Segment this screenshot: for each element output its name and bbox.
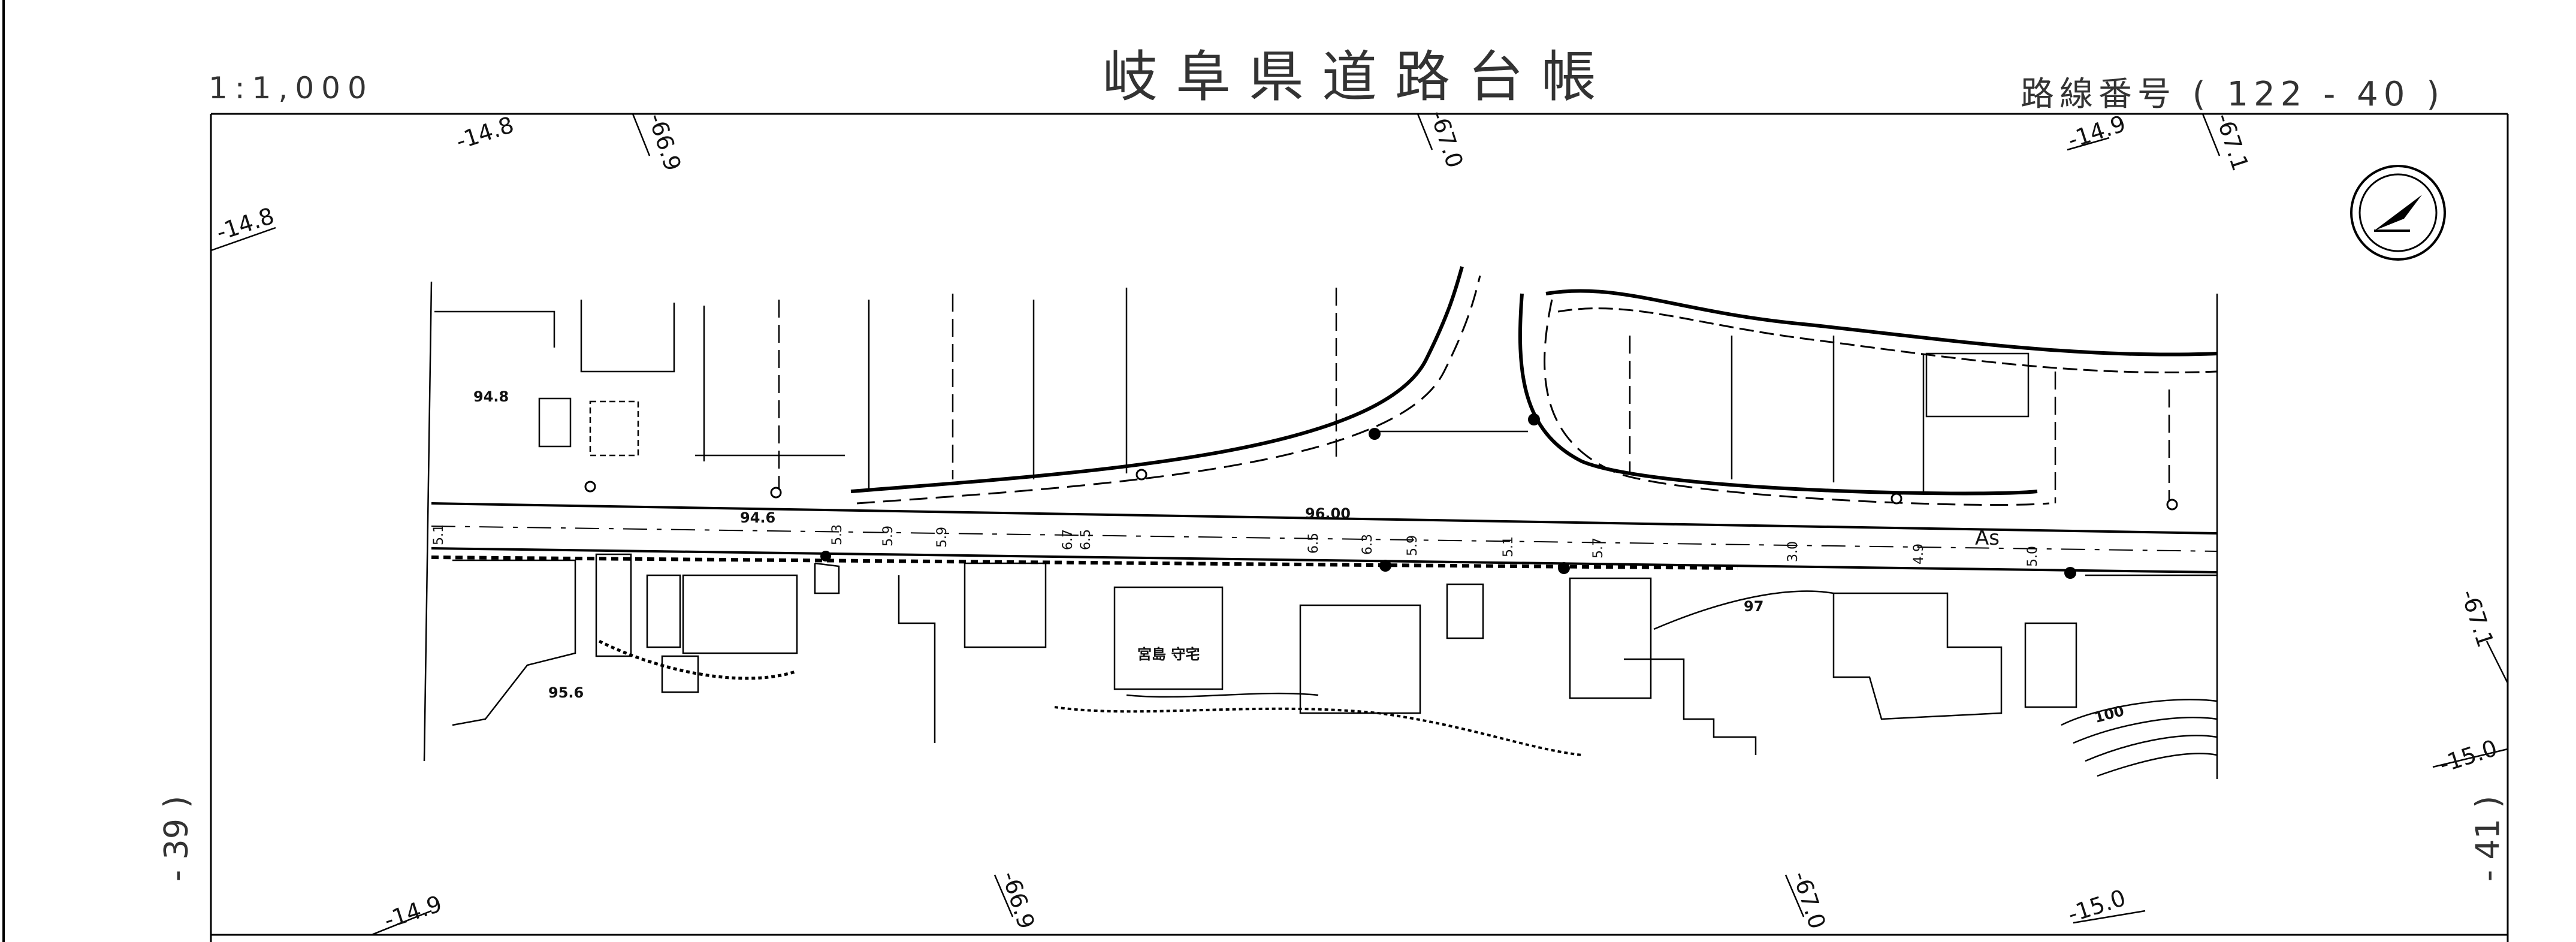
route-number: 路線番号 ( 122 - 40 ) (2021, 75, 2445, 114)
road-width-label: 6.5 (1079, 529, 1094, 550)
map-scale: 1:1,000 (209, 71, 374, 105)
road-width-label: 6.7 (1061, 529, 1076, 550)
north-arrow-icon (2350, 165, 2446, 261)
map-frame (210, 113, 2509, 942)
road-width-label: 5.9 (1405, 535, 1420, 556)
elevation-label: 94.6 (740, 509, 776, 526)
map-title: 岐阜県道路台帳 (1103, 45, 1615, 109)
elevation-label: 94.8 (473, 388, 509, 405)
road-width-label: 6.3 (1360, 534, 1375, 555)
road-width-label: 5.1 (431, 524, 446, 545)
road-width-label: 3.0 (1786, 541, 1801, 562)
elevation-label: 96.00 (1305, 505, 1351, 522)
plan-linework (423, 266, 2218, 779)
road-width-label: 5.7 (1591, 538, 1606, 558)
building-name-label: 宮島 守宅 (1137, 646, 1200, 663)
survey-points-solid (820, 413, 2076, 579)
contour-label: 97 (1744, 598, 1764, 615)
elevation-label: 95.6 (548, 684, 584, 701)
road-width-label: 5.9 (935, 527, 950, 548)
road-width-label: 5.3 (830, 524, 845, 545)
road-width-label: 5.9 (881, 526, 896, 547)
survey-points (584, 469, 2178, 511)
road-width-label: 5.0 (2025, 546, 2040, 567)
road-width-label: 6.5 (1306, 533, 1321, 554)
pavement-surface-label: As (1975, 526, 2000, 550)
road-width-label: 5.1 (1501, 536, 1516, 557)
grid-ticks (210, 113, 2509, 936)
road-width-label: 4.9 (1911, 544, 1926, 564)
